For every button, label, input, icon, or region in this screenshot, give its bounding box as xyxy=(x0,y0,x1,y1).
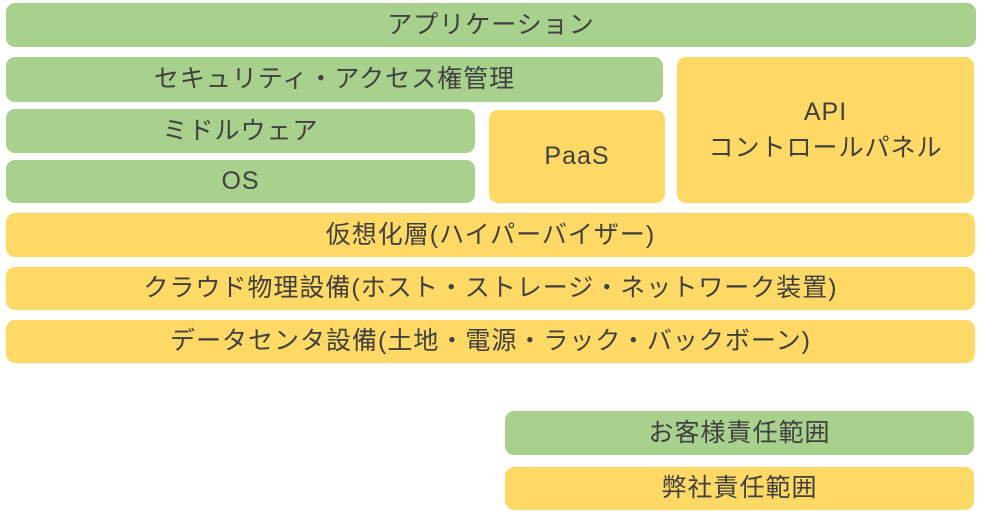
api-label-line2: コントロールパネル xyxy=(708,134,943,162)
layer-datacenter-facilities: データセンタ設備(土地・電源・ラック・バックボーン) xyxy=(6,320,975,363)
layer-cloud-physical-infrastructure: クラウド物理設備(ホスト・ストレージ・ネットワーク装置) xyxy=(6,267,975,310)
layer-application: アプリケーション xyxy=(6,3,976,47)
layer-virtualization-hypervisor: 仮想化層(ハイパーバイザー) xyxy=(6,213,975,257)
layer-middleware: ミドルウェア xyxy=(6,109,475,153)
layer-api-control-panel: API コントロールパネル xyxy=(677,57,974,203)
layer-security-access-management: セキュリティ・アクセス権管理 xyxy=(6,57,663,102)
legend-customer-responsibility: お客様責任範囲 xyxy=(505,411,974,455)
legend-company-responsibility: 弊社責任範囲 xyxy=(505,467,974,510)
api-label-line1: API xyxy=(803,97,848,126)
layer-paas: PaaS xyxy=(489,110,665,203)
layer-os: OS xyxy=(6,160,475,203)
